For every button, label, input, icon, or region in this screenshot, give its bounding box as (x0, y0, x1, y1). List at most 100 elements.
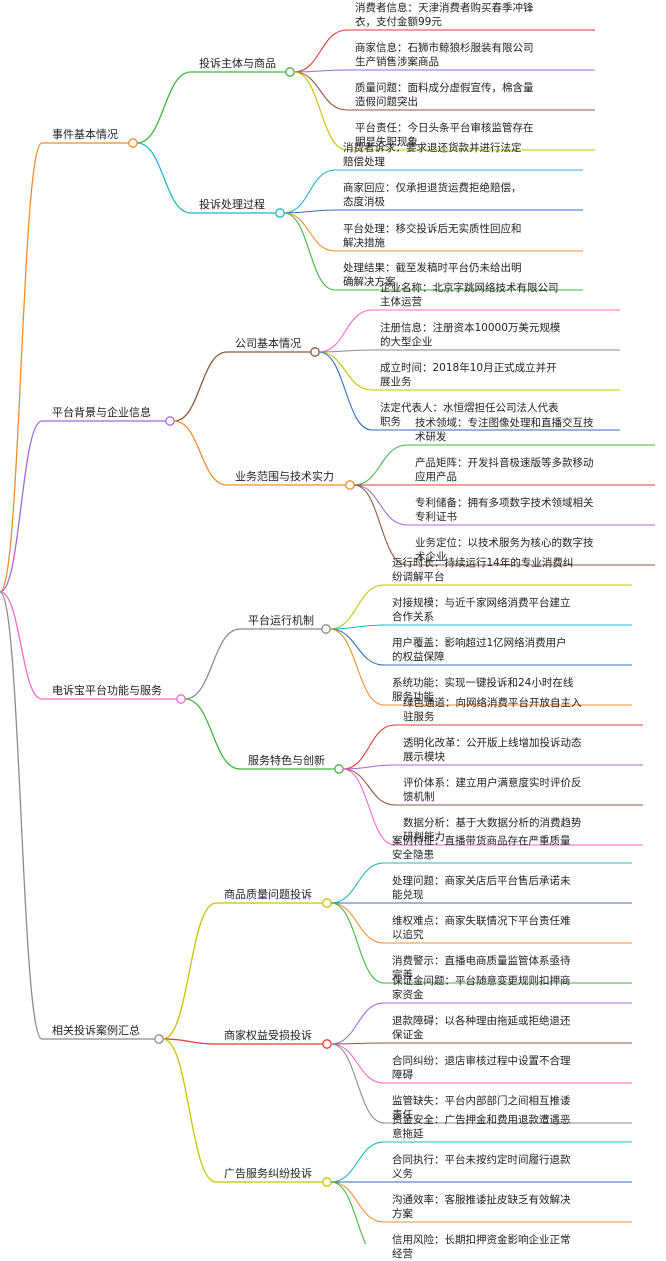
leaf-text: 业务定位：以技术服务为核心的数字技 术企业 (415, 537, 594, 563)
leaf-branch-line (318, 351, 373, 431)
leaf-branch-line (330, 1181, 385, 1223)
section-branch-line (162, 1038, 217, 1045)
section-label: 平台背景与企业信息 (52, 406, 151, 419)
subtopic-node-dot (275, 208, 285, 218)
section-branch-line (162, 1038, 217, 1183)
section-branch-line (136, 142, 192, 214)
subtopic-label: 业务范围与技术实力 (235, 470, 334, 483)
leaf-text: 合同执行：平台未按约定时间履行退款 义务 (392, 1154, 571, 1180)
leaf-text: 技术领域：专注图像处理和直播交互技 术研发 (415, 417, 594, 443)
root-branch-line (0, 591, 43, 1040)
leaf-branch-line (330, 1002, 385, 1045)
subtopic-label: 投诉处理过程 (199, 198, 265, 211)
leaf-text: 监管缺失：平台内部部门之间相互推诿 责任 (392, 1095, 571, 1121)
section-label: 电诉宝平台功能与服务 (52, 684, 162, 697)
leaf-branch-line (293, 71, 348, 151)
leaf-branch-line (283, 209, 336, 214)
subtopic-node-dot (310, 347, 320, 357)
subtopic-node-dot (322, 1039, 332, 1049)
leaf-text: 透明化改革：公开版上线增加投诉动态 展示模块 (403, 737, 582, 763)
section-node-dot (154, 1034, 164, 1044)
section-branch-line (184, 698, 241, 770)
subtopic-node-dot (321, 624, 331, 634)
leaf-text: 维权难点：商家失联情况下平台责任难 以追究 (392, 915, 571, 941)
root-branch-line (0, 420, 43, 593)
leaf-branch-line (293, 29, 348, 73)
subtopic-node-dot (285, 67, 295, 77)
leaf-branch-line (353, 484, 408, 526)
leaf-branch-line (330, 862, 385, 904)
section-label: 相关投诉案例汇总 (52, 1024, 140, 1037)
leaf-text: 注册信息：注册资本10000万美元规模 的大型企业 (380, 322, 561, 348)
leaf-text: 案例特征：直播带货商品存在严重质量 安全隐患 (392, 835, 571, 861)
leaf-text: 绿色通道：向网络消费平台开放自主入 驻服务 (403, 697, 582, 723)
leaf-text: 数据分析：基于大数据分析的消费趋势 研判能力 (403, 817, 582, 843)
leaf-text: 企业名称：北京字跳网络技术有限公司 主体运营 (380, 282, 559, 308)
leaf-text: 平台责任：今日头条平台审核监管存在 明显失职现象 (355, 122, 534, 148)
leaf-text: 平台处理：移交投诉后无实质性回应和 解决措施 (343, 223, 522, 249)
section-label: 事件基本情况 (52, 128, 118, 141)
leaf-branch-line (330, 1042, 385, 1045)
leaf-text: 消费警示：直播电商质量监管体系亟待 完善 (392, 955, 571, 981)
leaf-branch-line (293, 69, 348, 73)
subtopic-label: 服务特色与创新 (248, 754, 325, 767)
section-node-dot (176, 694, 186, 704)
leaf-text: 消费者诉求：要求退还货款并进行法定 赔偿处理 (343, 142, 522, 168)
root-branch-line (0, 591, 43, 700)
leaf-text: 专利储备：拥有多项数字技术领域相关 专利证书 (415, 497, 594, 523)
leaf-branch-line (353, 444, 408, 486)
leaf-text: 保证金问题：平台随意变更规则扣押商 家资金 (392, 975, 571, 1001)
subtopic-label: 广告服务纠纷投诉 (224, 1167, 312, 1180)
root-branch-line (0, 142, 43, 593)
leaf-text: 处理结果：截至发稿时平台仍未给出明 确解决方案 (343, 262, 522, 288)
leaf-branch-line (330, 1043, 385, 1084)
subtopic-label: 商品质量问题投诉 (224, 888, 312, 901)
leaf-branch-line (329, 584, 385, 630)
leaf-branch-line (342, 768, 396, 806)
leaf-text: 系统功能：实现一键投诉和24小时在线 服务功能 (392, 677, 574, 703)
leaf-branch-line (283, 212, 336, 291)
section-branch-line (173, 351, 228, 422)
leaf-text: 法定代表人：水恒熠担任公司法人代表 职务 (380, 402, 559, 428)
section-node-dot (165, 416, 175, 426)
subtopic-label: 公司基本情况 (235, 337, 301, 350)
subtopic-label: 商家权益受损投诉 (224, 1029, 312, 1042)
leaf-branch-line (330, 1181, 367, 1244)
leaf-text: 运行时长：持续运行14年的专业消费纠 纷调解平台 (392, 557, 574, 583)
subtopic-node-dot (345, 480, 355, 490)
subtopic-node-dot (322, 1177, 332, 1187)
leaf-text: 沟通效率：客服推诿扯皮缺乏有效解决 方案 (392, 1194, 571, 1220)
leaf-branch-line (329, 628, 385, 666)
subtopic-node-dot (322, 898, 332, 908)
leaf-branch-line (330, 1043, 385, 1124)
leaf-branch-line (329, 628, 385, 706)
section-branch-line (184, 628, 241, 700)
leaf-branch-line (318, 349, 373, 353)
leaf-text: 合同纠纷：退店审核过程中设置不合理 障碍 (392, 1055, 571, 1081)
leaf-text: 信用风险：长期扣押资金影响企业正常 经营 (392, 1234, 571, 1260)
leaf-branch-line (283, 212, 336, 252)
leaf-branch-line (342, 724, 396, 770)
leaf-branch-line (342, 768, 396, 846)
leaf-text: 产品矩阵：开发抖音极速版等多款移动 应用产品 (415, 457, 594, 483)
leaf-branch-line (330, 902, 385, 944)
leaf-branch-line (330, 902, 385, 984)
leaf-text: 商家回应：仅承担退货运费拒绝赔偿， 态度消极 (343, 182, 522, 208)
leaf-text: 资金安全：广告押金和费用退款遭遇恶 意拖延 (392, 1114, 571, 1140)
subtopic-label: 平台运行机制 (248, 614, 314, 627)
leaf-text: 对接规模：与近千家网络消费平台建立 合作关系 (392, 597, 571, 623)
leaf-branch-line (283, 169, 336, 214)
leaf-text: 评价体系：建立用户满意度实时评价反 馈机制 (403, 777, 582, 803)
leaf-text: 用户覆盖：影响超过1亿网络消费用户 的权益保障 (392, 637, 567, 663)
section-node-dot (128, 138, 138, 148)
leaf-branch-line (318, 351, 373, 391)
subtopic-node-dot (334, 764, 344, 774)
leaf-branch-line (342, 764, 396, 770)
leaf-branch-line (293, 71, 348, 111)
leaf-branch-line (353, 484, 408, 566)
subtopic-label: 投诉主体与商品 (199, 57, 276, 70)
leaf-text: 消费者信息：天津消费者购买春季冲锋 衣，支付金额99元 (355, 2, 534, 28)
leaf-text: 退款障碍：以各种理由拖延或拒绝退还 保证金 (392, 1015, 571, 1041)
section-branch-line (162, 902, 217, 1040)
